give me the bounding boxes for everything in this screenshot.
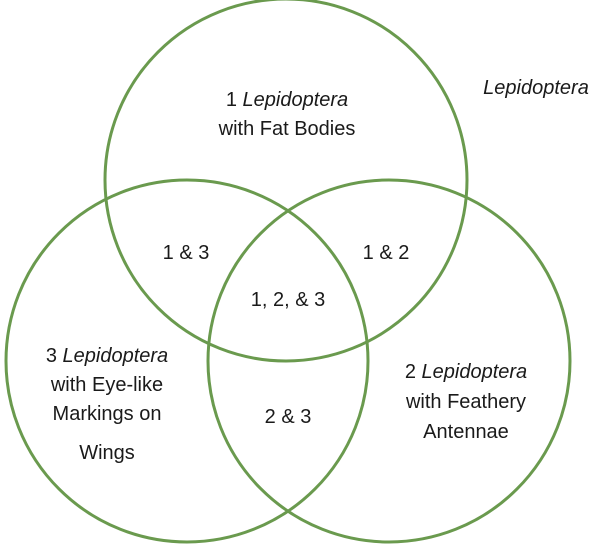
set-2-label: 2 Lepidoptera xyxy=(405,361,527,383)
set-3-name: Lepidoptera xyxy=(63,345,169,367)
region-2-and-3: 2 & 3 xyxy=(265,406,312,428)
set-2-number: 2 xyxy=(405,361,416,383)
set-3-number: 3 xyxy=(46,345,57,367)
circle-set-1 xyxy=(103,0,469,363)
set-2-line-2: Antennae xyxy=(423,421,509,443)
region-1-and-2: 1 & 2 xyxy=(363,242,410,264)
set-1-line-1: with Fat Bodies xyxy=(218,118,356,140)
region-1-and-3: 1 & 3 xyxy=(163,242,210,264)
universe-label: Lepidoptera xyxy=(483,77,589,99)
set-3-line-2: Markings on xyxy=(53,403,162,425)
set-1-name: Lepidoptera xyxy=(243,89,349,111)
set-3-line-1: with Eye-like xyxy=(50,374,163,396)
region-1-2-and-3: 1, 2, & 3 xyxy=(251,289,326,311)
set-2-name: Lepidoptera xyxy=(422,361,528,383)
set-1-label: 1 Lepidoptera xyxy=(226,89,348,111)
set-2-line-1: with Feathery xyxy=(405,391,526,413)
set-1-number: 1 xyxy=(226,89,237,111)
set-3-label: 3 Lepidoptera xyxy=(46,345,168,367)
circle-set-2 xyxy=(206,178,572,544)
circle-set-3 xyxy=(4,178,370,544)
set-3-line-3: Wings xyxy=(79,442,135,464)
